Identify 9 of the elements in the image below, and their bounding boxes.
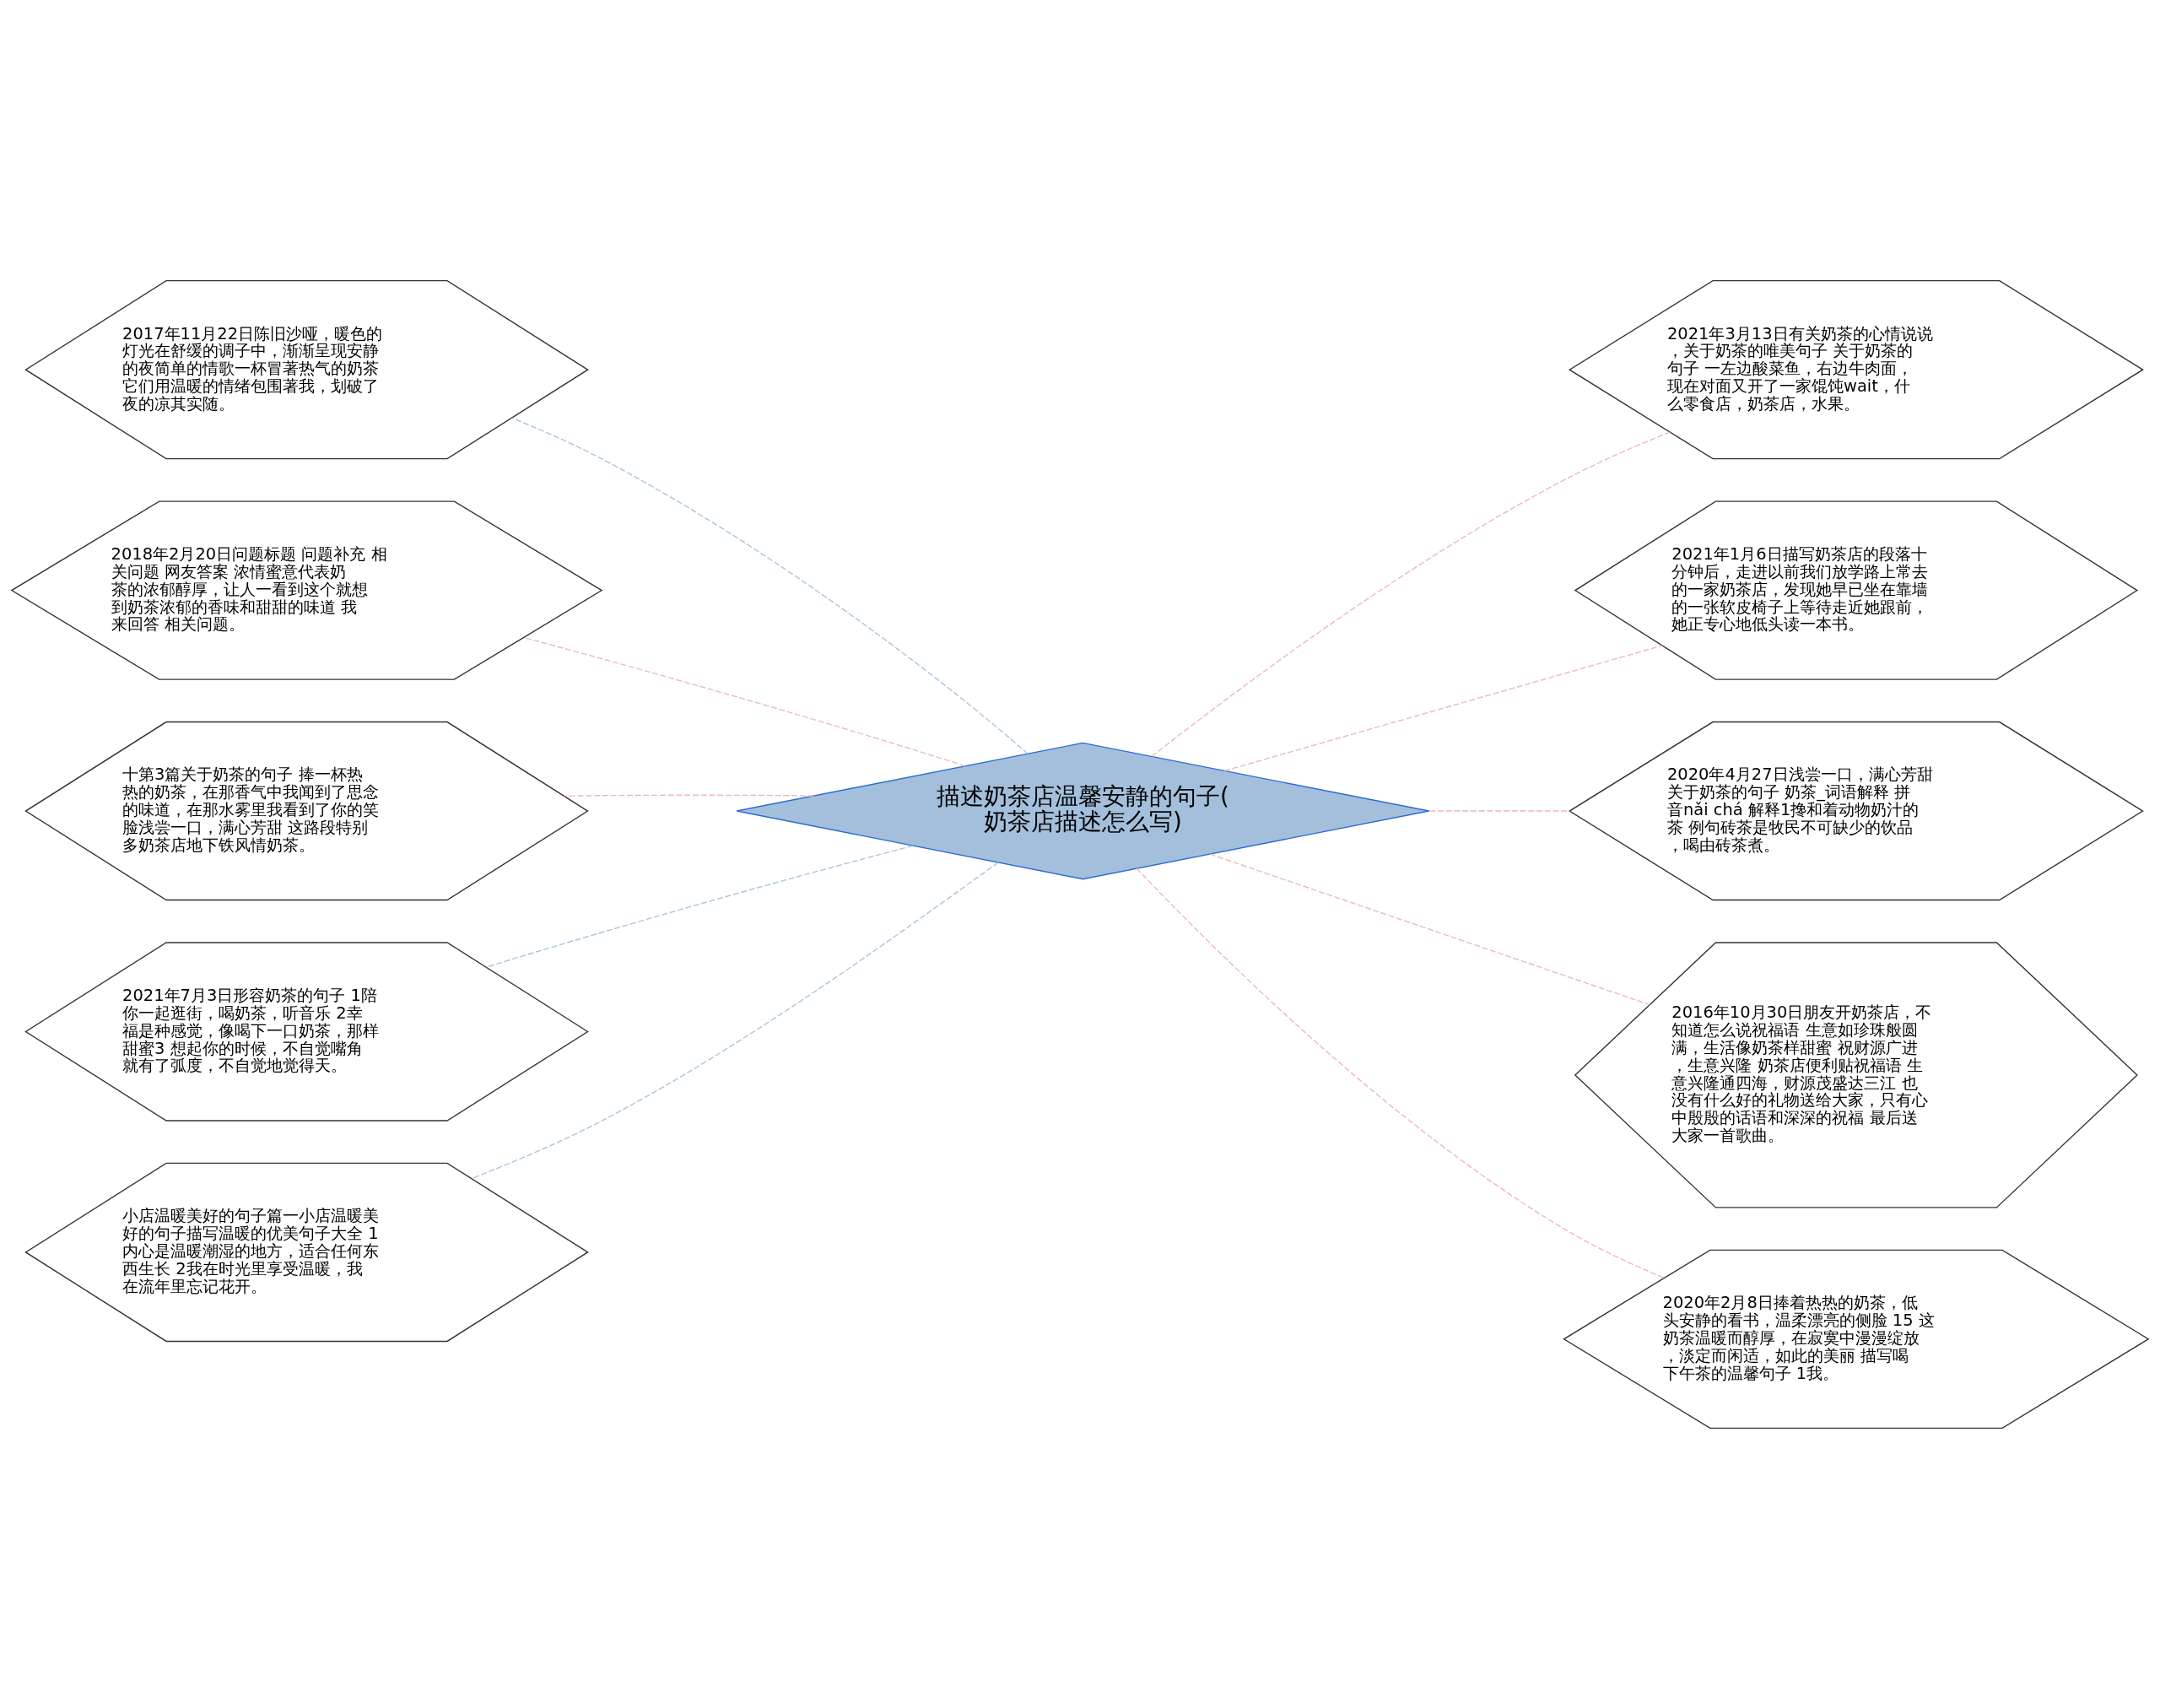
connector bbox=[471, 861, 999, 1179]
connector bbox=[564, 794, 814, 797]
connector bbox=[1136, 868, 1665, 1278]
connector bbox=[1223, 644, 1663, 771]
connector bbox=[511, 417, 1029, 754]
connector bbox=[523, 636, 966, 766]
node-diamond: 描述奶茶店温馨安静的句子(奶茶店描述怎么写) bbox=[736, 742, 1430, 879]
connector bbox=[1151, 430, 1671, 757]
connector bbox=[1209, 853, 1650, 1005]
